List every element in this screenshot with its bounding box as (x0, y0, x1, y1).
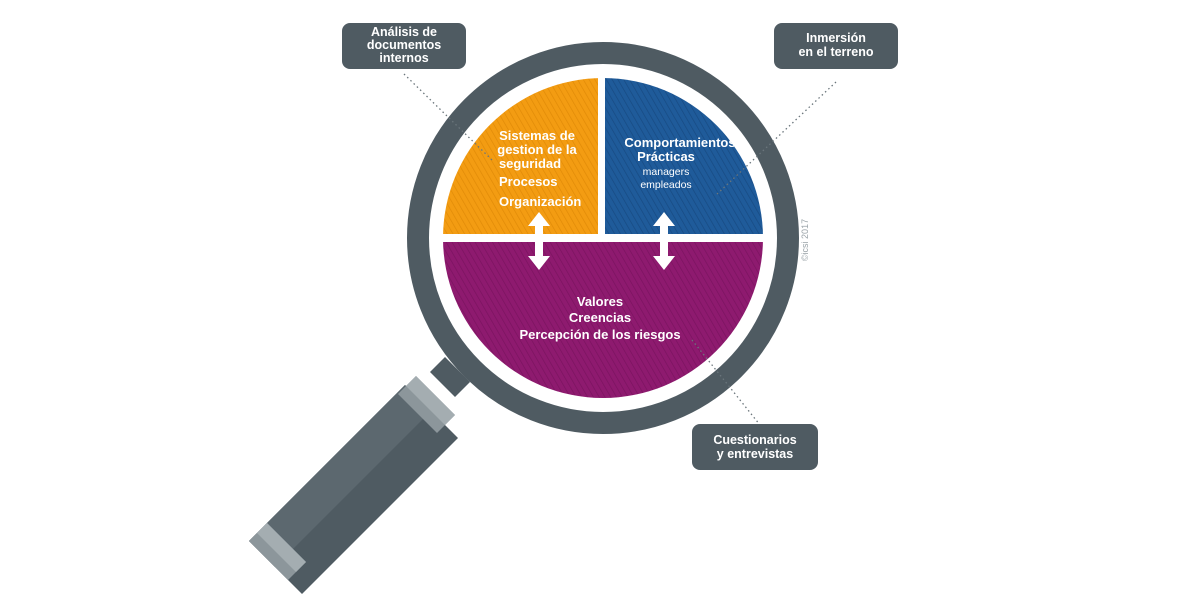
leader-surveys (691, 339, 761, 426)
callout-documents: Análisis de documentos internos (342, 23, 466, 69)
callout-documents-line-2: documentos (367, 38, 441, 52)
handle-band-top (398, 376, 455, 433)
handle-band-bottom (249, 523, 306, 580)
segment-behaviors-text: Comportamientos Prácticas managers emple… (624, 135, 735, 191)
systems-title-2: gestion de la (497, 142, 577, 157)
copyright-text: ©icsi 2017 (800, 219, 810, 261)
segment-systems-text: Sistemas de gestion de la seguridad Proc… (497, 128, 581, 209)
behaviors-sub-1: managers (643, 166, 690, 178)
values-line-3: Percepción de los riesgos (519, 327, 680, 342)
callout-documents-line-3: internos (379, 51, 428, 65)
behaviors-sub-2: empleados (640, 179, 691, 191)
handle-neck (430, 357, 470, 397)
values-line-2: Creencias (569, 310, 631, 325)
arrow-left (528, 212, 550, 270)
leader-immersion (715, 81, 837, 196)
lens-frame (407, 42, 799, 434)
behaviors-title-1: Comportamientos (624, 135, 735, 150)
callout-immersion-line-1: Inmersión (806, 31, 866, 45)
callout-surveys-line-2: y entrevistas (717, 447, 793, 461)
values-line-1: Valores (577, 294, 623, 309)
systems-item-organization: Organización (499, 194, 581, 209)
callout-immersion: Inmersión en el terreno (774, 23, 898, 69)
callout-surveys-line-1: Cuestionarios (713, 433, 796, 447)
arrow-right (653, 212, 675, 270)
leader-lines (403, 73, 837, 426)
callout-surveys: Cuestionarios y entrevistas (692, 424, 818, 470)
systems-title-1: Sistemas de (499, 128, 575, 143)
systems-title-3: seguridad (499, 156, 561, 171)
callout-documents-line-1: Análisis de (371, 25, 437, 39)
callout-immersion-line-2: en el terreno (798, 45, 873, 59)
behaviors-title-2: Prácticas (637, 149, 695, 164)
systems-item-processes: Procesos (499, 174, 558, 189)
segment-values-text: Valores Creencias Percepción de los ries… (519, 294, 680, 342)
